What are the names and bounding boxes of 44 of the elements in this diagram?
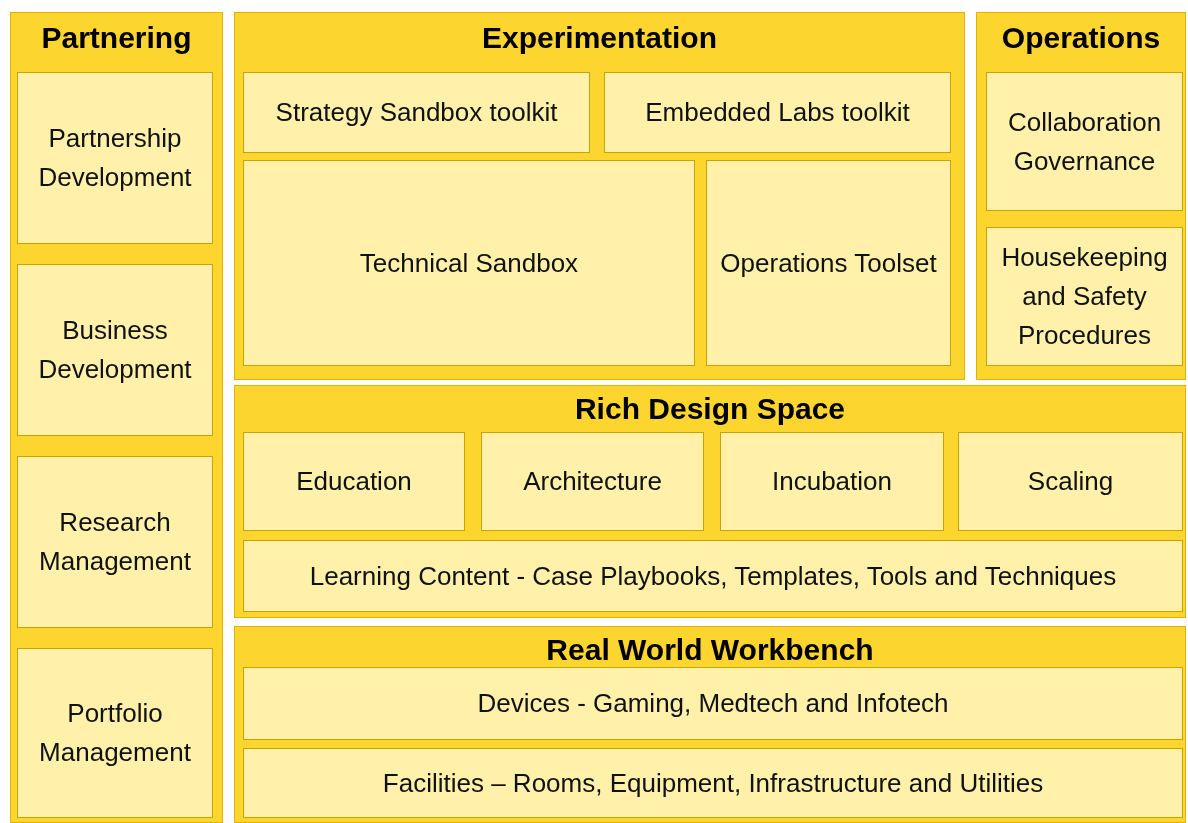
box-label: Embedded Labs toolkit [645,96,910,129]
component-box [243,432,465,531]
group-panel [234,626,1186,823]
component-box [243,160,695,366]
box-label: Collaboration Governance [1006,105,1163,178]
box-label: Strategy Sandbox toolkit [275,96,558,129]
component-box [986,72,1183,211]
component-box [243,72,590,153]
component-box [720,432,944,531]
panel-title: Operations [1000,21,1162,55]
box-label: Incubation [772,465,892,498]
group-panel [234,385,1186,618]
panel-title: Rich Design Space [573,392,847,426]
box-label: Technical Sandbox [359,246,579,280]
group-panel [976,12,1186,380]
group-panel [10,12,223,823]
box-label: Operations Toolset [720,246,937,280]
box-label: Research Management [38,506,192,578]
panel-title: Real World Workbench [545,633,875,667]
component-box [706,160,951,366]
component-box [17,456,213,628]
box-label: Facilities – Rooms, Equipment, Infrastructure and Utilities [382,766,1044,800]
box-label: Devices - Gaming, Medtech and Infotech [477,687,949,720]
component-box [958,432,1183,531]
panel-title: Experimentation [480,21,719,55]
component-box [17,72,213,244]
box-label: Housekeeping and Safety Procedures [1000,241,1169,352]
component-box [604,72,951,153]
component-box [17,264,213,436]
group-panel [234,12,965,380]
panel-title: Partnering [40,21,193,55]
box-label: Business Development [37,314,193,386]
component-box [986,227,1183,366]
box-label: Learning Content - Case Playbooks, Templates, Tools and Techniques [309,559,1117,593]
component-box [17,648,213,818]
component-box [481,432,704,531]
box-label: Partnership Development [37,122,193,194]
component-box [243,540,1183,612]
box-label: Education [296,465,412,498]
box-label: Scaling [1027,465,1114,498]
component-box [243,748,1183,818]
box-label: Portfolio Management [38,697,192,769]
box-label: Architecture [523,465,662,498]
component-box [243,667,1183,740]
